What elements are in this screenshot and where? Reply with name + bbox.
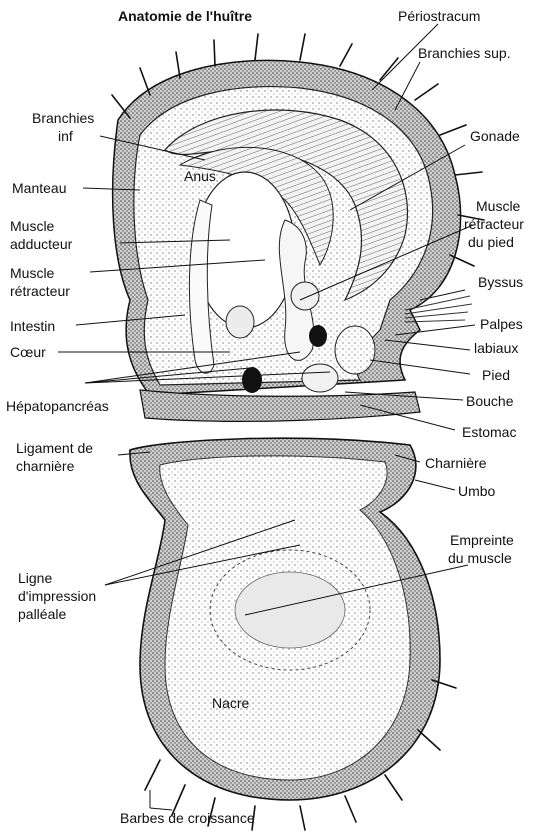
label-hepatopancreas: Hépatopancréas [6, 398, 109, 414]
label-intestin: Intestin [10, 318, 55, 334]
label-empreinte-1: Empreinte [450, 532, 514, 548]
label-bouche: Bouche [466, 393, 513, 409]
label-ligne-2: d'impression [18, 588, 96, 604]
label-retracteur-pied-3: du pied [468, 234, 514, 250]
upper-shell [112, 34, 484, 421]
label-empreinte-2: du muscle [448, 550, 512, 566]
label-coeur: Cœur [10, 344, 46, 360]
label-palpes-2: labiaux [474, 340, 518, 356]
label-nacre: Nacre [212, 695, 249, 711]
label-branchies-sup: Branchies sup. [418, 45, 511, 61]
label-gonade: Gonade [470, 128, 520, 144]
label-charniere: Charnière [425, 455, 486, 471]
label-palpes-1: Palpes [480, 316, 523, 332]
label-ligne-3: palléale [18, 606, 66, 622]
label-anus: Anus [184, 168, 216, 184]
label-ligament-1: Ligament de [16, 440, 93, 456]
label-branchies-inf-2: inf [58, 128, 73, 144]
label-branchies-inf-1: Branchies [32, 110, 94, 126]
label-muscle-adducteur-2: adducteur [10, 236, 72, 252]
lower-shell [130, 438, 456, 830]
label-umbo: Umbo [458, 483, 495, 499]
figure-title: Anatomie de l'huître [118, 8, 252, 24]
label-estomac: Estomac [462, 424, 516, 440]
label-muscle-adducteur-1: Muscle [10, 218, 54, 234]
label-ligne-1: Ligne [18, 570, 52, 586]
label-ligament-2: charnière [16, 458, 74, 474]
label-retracteur-pied-1: Muscle [476, 198, 520, 214]
label-muscle-retracteur-2: rétracteur [10, 283, 70, 299]
label-pied: Pied [482, 367, 510, 383]
label-muscle-retracteur-1: Muscle [10, 265, 54, 281]
label-retracteur-pied-2: rétracteur [464, 216, 524, 232]
label-barbes: Barbes de croissance [120, 810, 255, 826]
label-manteau: Manteau [12, 180, 66, 196]
label-byssus: Byssus [478, 274, 523, 290]
label-periostracum: Périostracum [398, 8, 480, 24]
